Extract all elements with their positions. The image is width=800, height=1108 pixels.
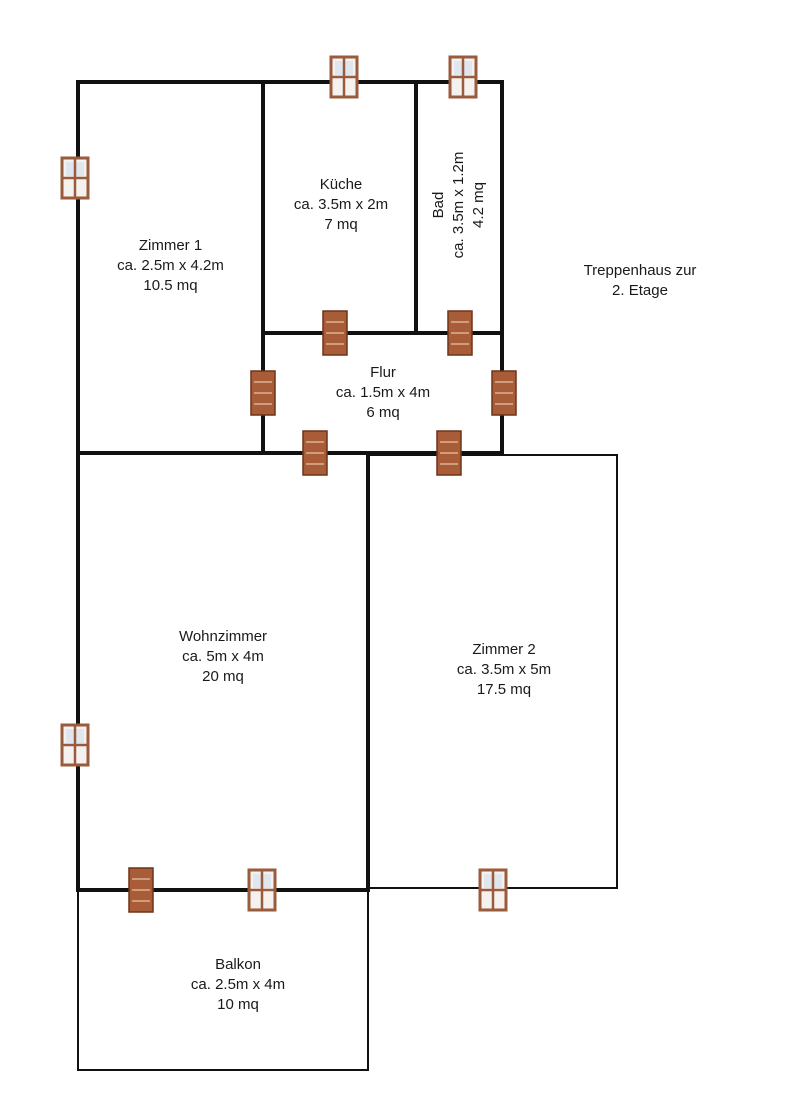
window-bad [448, 55, 478, 99]
label-zimmer2: Zimmer 2 ca. 3.5m x 5m 17.5 mq [404, 640, 604, 700]
room-dims: ca. 3.5m x 2m [293, 196, 389, 213]
label-balkon: Balkon ca. 2.5m x 4m 10 mq [138, 955, 338, 1015]
room-name: Wohnzimmer [178, 628, 268, 645]
room-name: Zimmer 1 [138, 237, 203, 254]
room-dims: ca. 3.5m x 5m [456, 661, 552, 678]
door-bad [447, 310, 473, 356]
room-name: Bad [430, 191, 447, 219]
room-dims: ca. 2.5m x 4.2m [117, 257, 224, 274]
wall-balkon-outline [77, 890, 369, 1071]
room-name: Flur [370, 364, 396, 381]
room-area: 4.2 mq [470, 182, 487, 228]
room-area: 17.5 mq [476, 681, 532, 698]
door-kueche [322, 310, 348, 356]
room-name: Balkon [215, 956, 261, 973]
room-dims: ca. 5m x 4m [182, 648, 264, 665]
stairwell-line2: 2. Etage [612, 282, 668, 299]
door-entrance [491, 370, 517, 416]
room-area: 20 mq [202, 668, 244, 685]
room-dims: ca. 1.5m x 4m [335, 384, 431, 401]
label-stairwell: Treppenhaus zur 2. Etage [540, 261, 740, 301]
window-balkon [247, 868, 277, 912]
label-bad: Bad ca. 3.5m x 1.2m 4.2 mq [429, 120, 489, 290]
window-wohnzimmer [60, 723, 90, 767]
label-wohnzimmer: Wohnzimmer ca. 5m x 4m 20 mq [123, 627, 323, 687]
window-kueche [329, 55, 359, 99]
room-name: Küche [319, 176, 363, 193]
label-zimmer1: Zimmer 1 ca. 2.5m x 4.2m 10.5 mq [88, 236, 253, 296]
window-zimmer2 [478, 868, 508, 912]
room-area: 10.5 mq [143, 277, 198, 294]
room-area: 10 mq [217, 996, 259, 1013]
door-balkon [128, 867, 154, 913]
door-wohnzimmer [302, 430, 328, 476]
label-flur: Flur ca. 1.5m x 4m 6 mq [283, 363, 483, 423]
room-area: 6 mq [366, 404, 400, 421]
room-dims: ca. 3.5m x 1.2m [450, 151, 467, 259]
label-kueche: Küche ca. 3.5m x 2m 7 mq [268, 175, 414, 235]
door-zimmer1 [250, 370, 276, 416]
window-zimmer1 [60, 156, 90, 200]
room-area: 7 mq [324, 216, 358, 233]
room-name: Zimmer 2 [472, 641, 536, 658]
room-dims: ca. 2.5m x 4m [190, 976, 286, 993]
stairwell-line1: Treppenhaus zur [583, 262, 697, 279]
door-zimmer2 [436, 430, 462, 476]
